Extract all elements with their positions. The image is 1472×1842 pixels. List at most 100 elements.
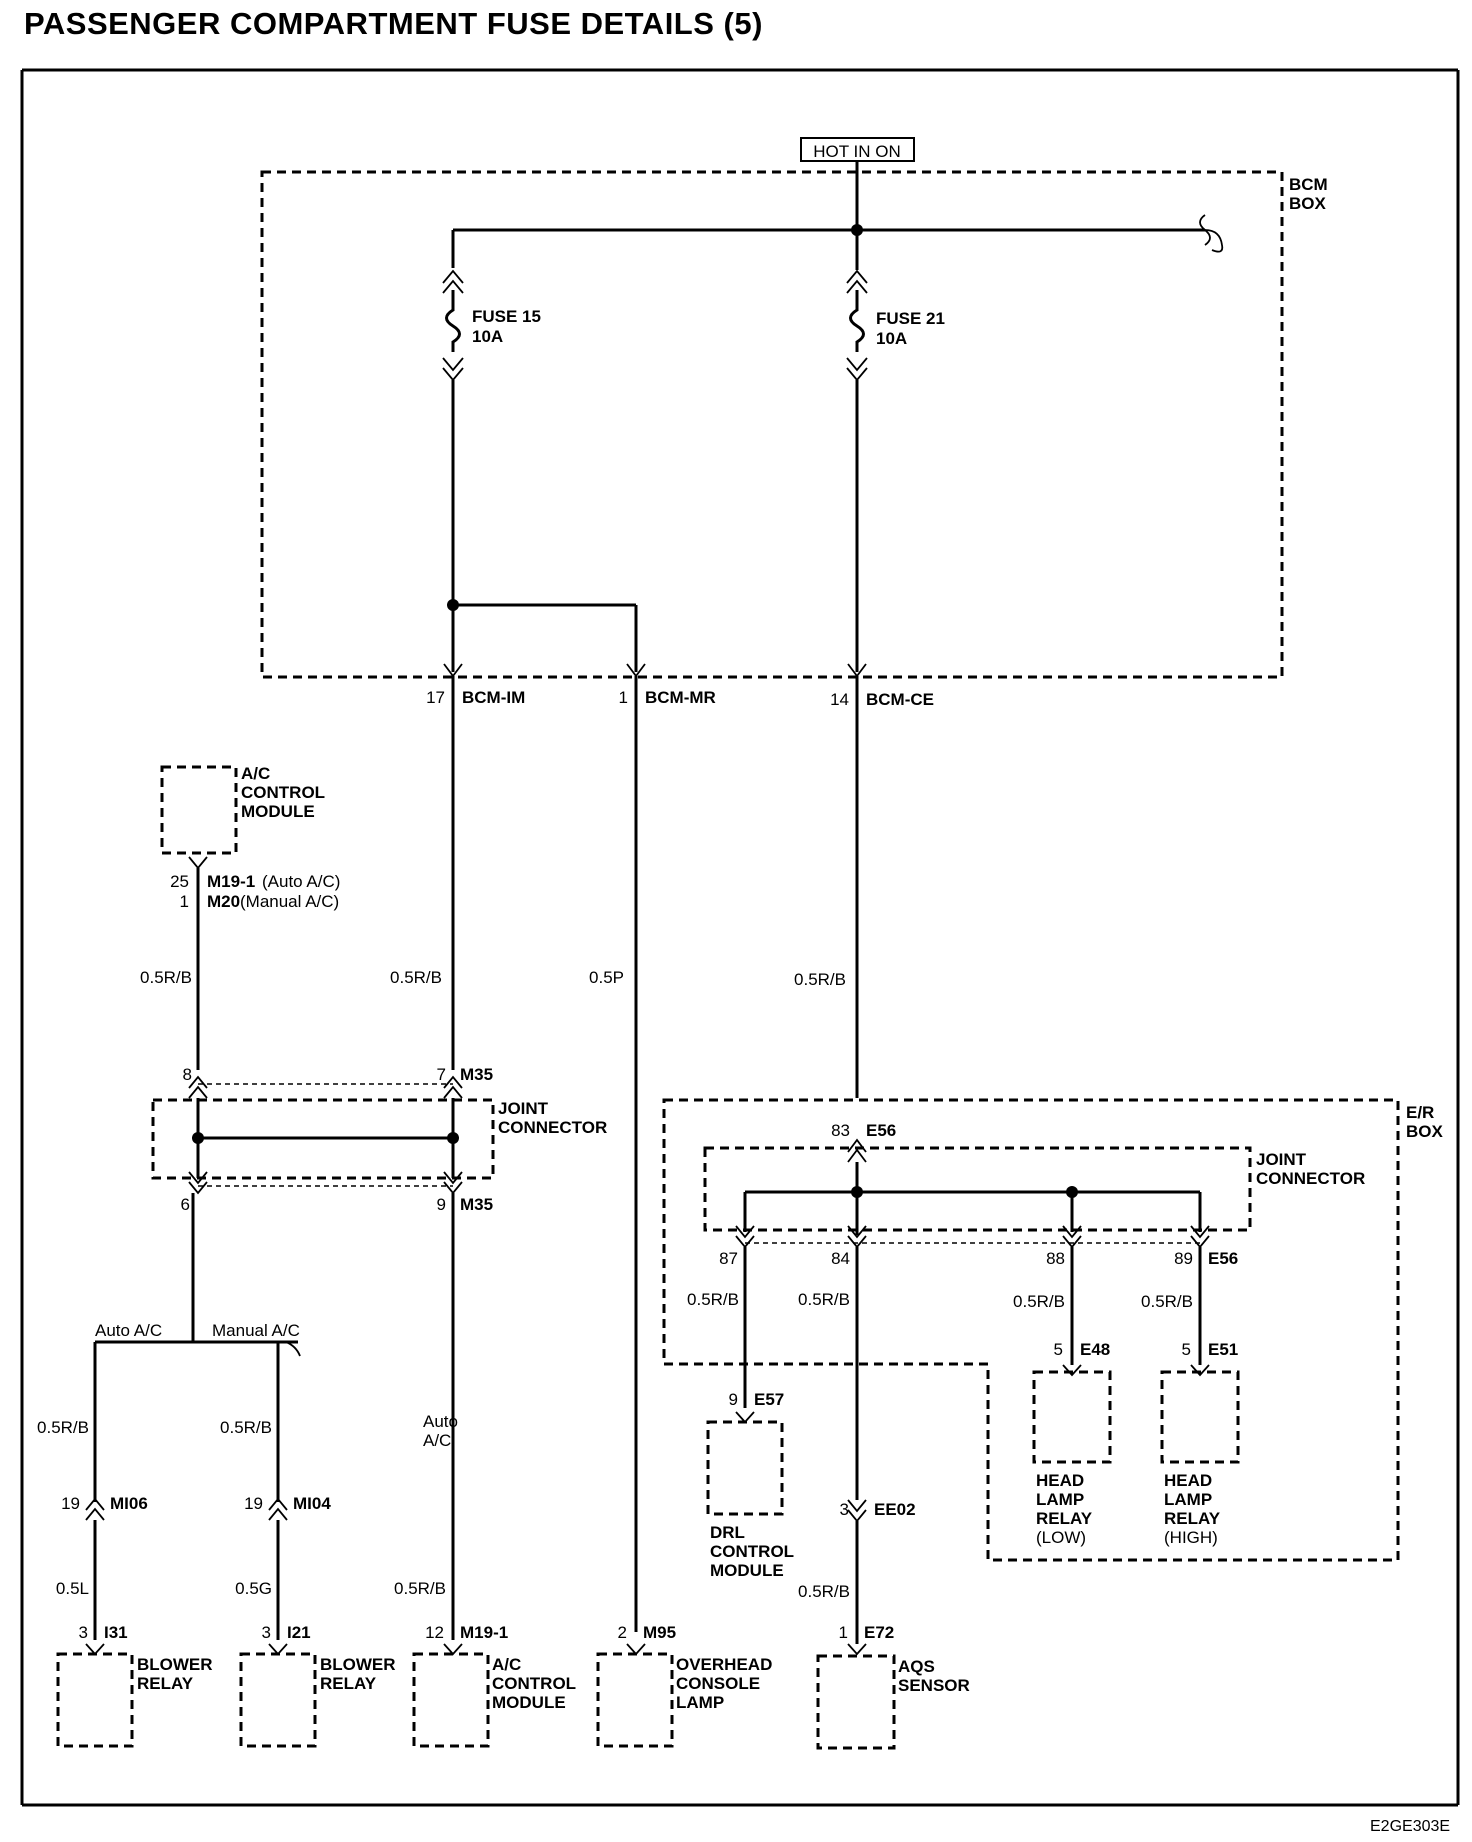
bcm-pins: 17 BCM-IM 1 BCM-MR 14 BCM-CE bbox=[426, 688, 934, 709]
hl-low-label-1: HEAD bbox=[1036, 1471, 1084, 1490]
fuse-15-name: FUSE 15 bbox=[472, 307, 541, 326]
ee02-conn: EE02 bbox=[874, 1500, 916, 1519]
jl-label-1: JOINT bbox=[498, 1099, 549, 1118]
drl-control-module: 9 E57 DRL CONTROL MODULE bbox=[706, 1390, 794, 1580]
acm-top-label-3: MODULE bbox=[241, 802, 315, 821]
blower2-label-2: RELAY bbox=[320, 1674, 377, 1693]
branch-auto: Auto A/C bbox=[95, 1321, 162, 1340]
wire-label-w14: 0.5R/B bbox=[798, 1582, 850, 1601]
e51-pin: 5 bbox=[1182, 1340, 1191, 1359]
jr-in-conn: E56 bbox=[866, 1121, 896, 1140]
jl-pin-br: 9 bbox=[437, 1195, 446, 1214]
bcm-conn-im: BCM-IM bbox=[462, 688, 525, 707]
acm-top-note2: (Manual A/C) bbox=[240, 892, 339, 911]
aqs-conn: E72 bbox=[864, 1623, 894, 1642]
connector-arrow-icon bbox=[847, 1643, 867, 1656]
bcm-pin-14: 14 bbox=[830, 690, 849, 709]
blower1-conn: I31 bbox=[104, 1623, 128, 1642]
jr-out-conn: E56 bbox=[1208, 1249, 1238, 1268]
hl-high-label-3: RELAY bbox=[1164, 1509, 1221, 1528]
auto-ac-wire: Auto A/C 0.5R/B bbox=[394, 1193, 458, 1640]
trunk-wires: 0.5R/B 0.5P 0.5R/B bbox=[390, 676, 859, 1632]
connector-arrow-icon bbox=[846, 269, 868, 294]
jr-label-1: JOINT bbox=[1256, 1150, 1307, 1169]
acm-conn: M19-1 bbox=[460, 1623, 508, 1642]
blower1-label-2: RELAY bbox=[137, 1674, 194, 1693]
acm-top-label-1: A/C bbox=[241, 764, 270, 783]
drl-label-1: DRL bbox=[710, 1523, 745, 1542]
overhead-label-1: OVERHEAD bbox=[676, 1655, 772, 1674]
acm-top-conn2: M20 bbox=[207, 892, 240, 911]
connector-arrow-icon bbox=[847, 1499, 867, 1523]
bcm-bus bbox=[451, 161, 1224, 268]
auto-ac-label-1: Auto bbox=[423, 1412, 458, 1431]
hl-low-label-4: (LOW) bbox=[1036, 1528, 1086, 1547]
connector-arrow-icon bbox=[442, 269, 464, 294]
er-box: E/R BOX bbox=[662, 1098, 1444, 1562]
fuse-21: FUSE 21 10A bbox=[846, 230, 945, 382]
blower1-label-1: BLOWER bbox=[137, 1655, 213, 1674]
e48-pin: 5 bbox=[1054, 1340, 1063, 1359]
hot-in-on-text: HOT IN ON bbox=[813, 142, 901, 161]
fuse-15: FUSE 15 10A bbox=[442, 269, 541, 382]
wire-label-w3: 0.5P bbox=[589, 968, 624, 987]
wire-label-w7: 0.5L bbox=[56, 1579, 89, 1598]
jl-conn-b: M35 bbox=[460, 1195, 493, 1214]
acm-label-3: MODULE bbox=[492, 1693, 566, 1712]
jl-pin-tl: 8 bbox=[183, 1065, 192, 1084]
diagram-frame bbox=[20, 68, 1460, 1807]
left-branch: Auto A/C Manual A/C 0.5R/B 0.5R/B 19 MI0… bbox=[37, 1193, 331, 1640]
connector-arrow-icon bbox=[1062, 1364, 1082, 1377]
aqs-sensor: 3 EE02 0.5R/B 1 E72 AQS SENSOR bbox=[798, 1499, 970, 1750]
aqs-label-1: AQS bbox=[898, 1657, 935, 1676]
acm-top-note1: (Auto A/C) bbox=[262, 872, 340, 891]
e51-conn: E51 bbox=[1208, 1340, 1238, 1359]
fuse-symbol-icon bbox=[849, 290, 865, 352]
aqs-label-2: SENSOR bbox=[898, 1676, 970, 1695]
branch-manual: Manual A/C bbox=[212, 1321, 300, 1340]
ee02-pin: 3 bbox=[840, 1500, 849, 1519]
ac-control-module-bottom: 12 M19-1 A/C CONTROL MODULE bbox=[412, 1623, 576, 1748]
bcm-pin-17: 17 bbox=[426, 688, 445, 707]
fuse-15-rating: 10A bbox=[472, 327, 503, 346]
mi04-pin: 19 bbox=[244, 1494, 263, 1513]
acm-label-1: A/C bbox=[492, 1655, 521, 1674]
connector-arrow-icon bbox=[188, 856, 208, 870]
connector-arrow-icon bbox=[443, 1075, 463, 1099]
wire-label-w13: 0.5R/B bbox=[1141, 1292, 1193, 1311]
jl-conn-t: M35 bbox=[460, 1065, 493, 1084]
head-lamp-relay-high: 5 E51 HEAD LAMP RELAY (HIGH) bbox=[1160, 1340, 1240, 1547]
jl-pin-bl: 6 bbox=[181, 1195, 190, 1214]
connector-arrow-icon bbox=[85, 1497, 105, 1521]
jl-pin-tr: 7 bbox=[437, 1065, 446, 1084]
page-title: PASSENGER COMPARTMENT FUSE DETAILS (5) bbox=[24, 6, 763, 41]
hot-in-on-label: HOT IN ON bbox=[800, 137, 915, 162]
blower-relay-1: 3 I31 BLOWER RELAY bbox=[56, 1623, 213, 1748]
acm-label-2: CONTROL bbox=[492, 1674, 576, 1693]
bcm-pin-1: 1 bbox=[619, 688, 628, 707]
connector-arrow-icon bbox=[846, 357, 868, 382]
auto-ac-label-2: A/C bbox=[423, 1431, 451, 1450]
aqs-pin: 1 bbox=[839, 1623, 848, 1642]
hl-high-label-4: (HIGH) bbox=[1164, 1528, 1218, 1547]
e57-conn: E57 bbox=[754, 1390, 784, 1409]
jr-pin-84: 84 bbox=[831, 1249, 850, 1268]
fuse-symbol-icon bbox=[445, 290, 461, 352]
wire-label-w5: 0.5R/B bbox=[37, 1418, 89, 1437]
blower-relay-2: 3 I21 BLOWER RELAY bbox=[239, 1623, 396, 1748]
e57-pin: 9 bbox=[729, 1390, 738, 1409]
bcm-conn-ce: BCM-CE bbox=[866, 690, 934, 709]
overhead-console-lamp: 2 M95 OVERHEAD CONSOLE LAMP bbox=[596, 1623, 772, 1748]
mi04-conn: MI04 bbox=[293, 1494, 331, 1513]
ac-control-module-top: A/C CONTROL MODULE 25 M19-1 (Auto A/C) 1… bbox=[140, 764, 340, 1070]
wire-label-w1: 0.5R/B bbox=[140, 968, 192, 987]
joint-connector-right: 83 E56 JOINT CONNECTOR 87 84 88 89 E56 bbox=[703, 1121, 1365, 1268]
bcm-box: BCM BOX bbox=[260, 170, 1328, 679]
acm-top-pin2: 1 bbox=[180, 892, 189, 911]
head-lamp-relay-low: 5 E48 HEAD LAMP RELAY (LOW) bbox=[1032, 1340, 1112, 1547]
drl-label-2: CONTROL bbox=[710, 1542, 794, 1561]
wire-label-w11: 0.5R/B bbox=[798, 1290, 850, 1309]
hl-high-label-2: LAMP bbox=[1164, 1490, 1212, 1509]
fuse-21-name: FUSE 21 bbox=[876, 309, 945, 328]
